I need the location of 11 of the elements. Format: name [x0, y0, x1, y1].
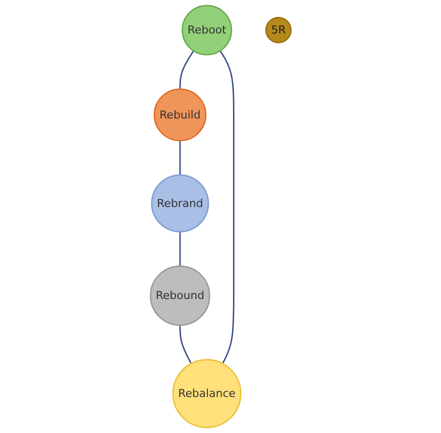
node-circle: Rebuild: [153, 88, 206, 142]
connector: [179, 140, 180, 176]
node-circle: Rebound: [150, 266, 210, 326]
node-circle: 5R: [265, 16, 292, 44]
node-circle: Rebrand: [150, 174, 209, 232]
connector: [179, 325, 192, 364]
node-circle: Reboot: [181, 4, 232, 56]
connector: [179, 50, 194, 90]
node-circle: Rebalance: [172, 359, 242, 428]
connector: [179, 232, 180, 266]
connector: [219, 50, 234, 364]
